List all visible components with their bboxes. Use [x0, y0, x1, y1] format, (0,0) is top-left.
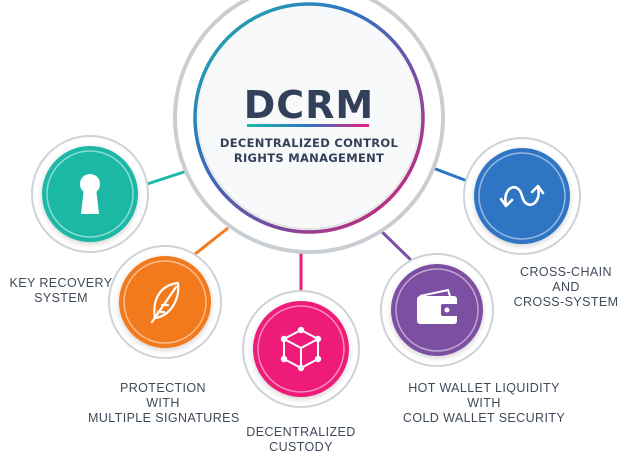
label-line: CROSS-CHAIN — [520, 265, 612, 279]
label-line: CUSTODY — [269, 440, 333, 454]
center-title: DCRM — [244, 83, 375, 127]
node-key-recovery — [31, 135, 149, 253]
node-wallet — [380, 253, 494, 367]
node-key-recovery-inner-ring — [46, 150, 134, 238]
cross-chain-icon — [499, 184, 545, 208]
label-line: HOT WALLET LIQUIDITY — [408, 381, 560, 395]
center-subtitle-line2: RIGHTS MANAGEMENT — [234, 151, 384, 165]
node-cross-chain — [463, 137, 581, 255]
node-protection-inner-ring — [123, 260, 207, 344]
label-line: DECENTRALIZED — [246, 425, 356, 439]
node-wallet-inner-ring — [395, 268, 479, 352]
label-wallet: HOT WALLET LIQUIDITY WITH COLD WALLET SE… — [396, 381, 572, 426]
center-inner-disc — [199, 8, 419, 228]
feather-icon — [150, 281, 180, 324]
node-custody — [242, 290, 360, 408]
label-line: KEY RECOVERY — [9, 276, 113, 290]
keyhole-icon — [80, 174, 100, 214]
label-line: SYSTEM — [34, 291, 88, 305]
label-key-recovery: KEY RECOVERY SYSTEM — [2, 276, 120, 306]
wallet-icon — [417, 288, 459, 324]
label-line: PROTECTION — [120, 381, 206, 395]
center-title-underline — [247, 124, 369, 127]
center-gradient-ring — [193, 2, 425, 234]
cube-icon — [280, 326, 322, 372]
center-subtitle-line1: DECENTRALIZED CONTROL — [220, 136, 399, 150]
label-protection: PROTECTION WITH MULTIPLE SIGNATURES — [88, 381, 240, 426]
label-line: CROSS-SYSTEM — [513, 295, 619, 309]
label-line: AND — [552, 280, 580, 294]
label-line: MULTIPLE SIGNATURES — [88, 411, 240, 425]
node-cross-chain-inner-ring — [478, 152, 566, 240]
label-line: COLD WALLET SECURITY — [402, 411, 566, 425]
label-cross-chain: CROSS-CHAIN AND CROSS-SYSTEM — [510, 265, 622, 310]
label-line: WITH — [467, 396, 501, 410]
node-custody-inner-ring — [257, 305, 345, 393]
center-hub: DCRM DECENTRALIZED CONTROL RIGHTS MANAGE… — [173, 0, 445, 254]
label-custody: DECENTRALIZED CUSTODY — [226, 425, 376, 455]
node-protection — [108, 245, 222, 359]
label-line: WITH — [146, 396, 180, 410]
